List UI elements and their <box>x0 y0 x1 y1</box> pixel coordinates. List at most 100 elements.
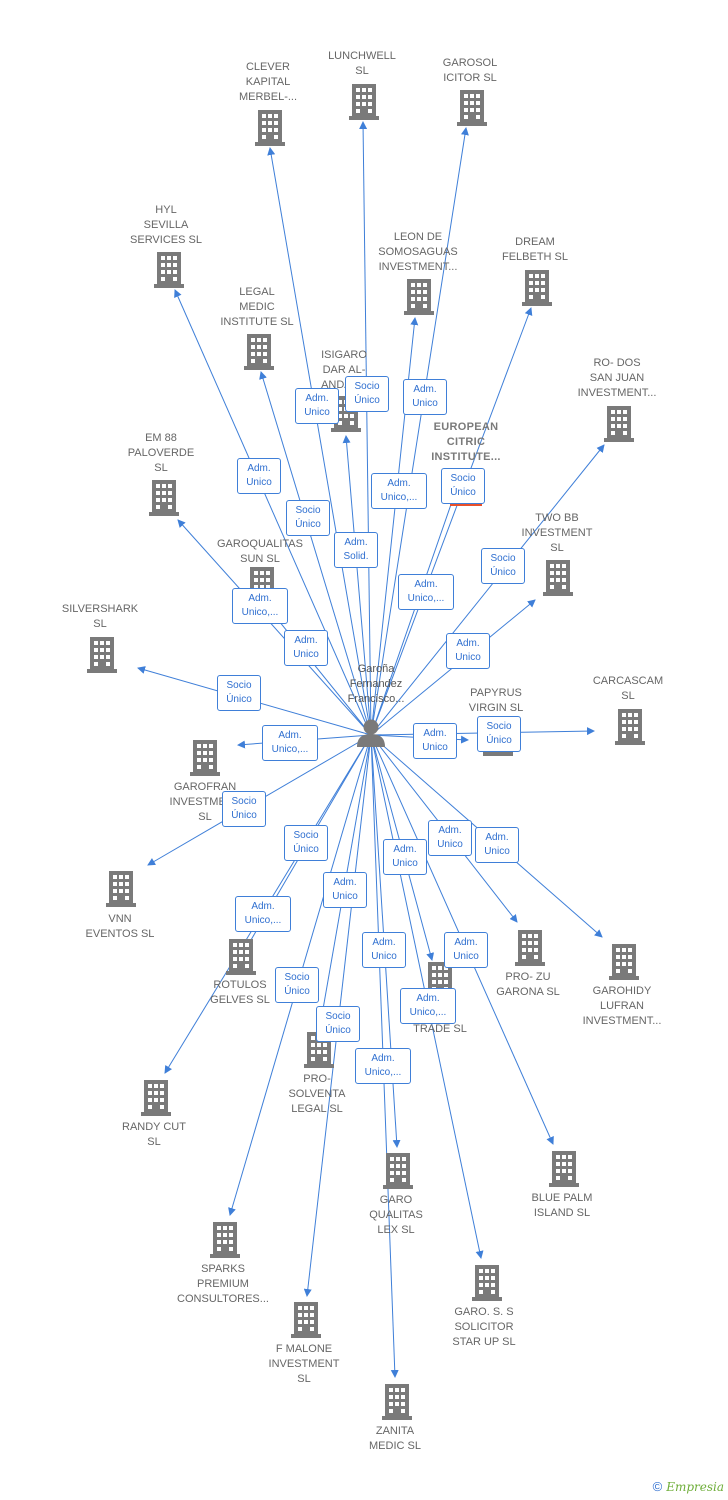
company-node-garosol[interactable] <box>457 90 487 126</box>
company-label-sparks[interactable]: SPARKS PREMIUM CONSULTORES... <box>177 1263 269 1305</box>
relation-badge-carcascam[interactable]: Socio Único <box>477 716 521 752</box>
relation-badge-european[interactable]: Socio Único <box>441 468 485 504</box>
person-icon <box>357 719 385 747</box>
company-label-prosolventa[interactable]: PRO- SOLVENTA LEGAL SL <box>288 1073 346 1115</box>
company-node-twobb[interactable] <box>543 560 573 596</box>
company-node-hyl[interactable] <box>154 252 184 288</box>
relation-badge-garoqualitas_lex[interactable]: Adm. Unico <box>362 932 406 968</box>
relation-badge-rodos[interactable]: Socio Único <box>481 548 525 584</box>
company-label-rodos[interactable]: RO- DOS SAN JUAN INVESTMENT... <box>577 357 657 399</box>
relation-badge-garofran[interactable]: Adm. Unico,... <box>262 725 318 761</box>
company-node-prozu[interactable] <box>515 930 545 966</box>
relation-badge-bluepalm[interactable]: Adm. Unico <box>444 932 488 968</box>
company-node-lunchwell[interactable] <box>349 84 379 120</box>
company-node-silvershark[interactable] <box>87 637 117 673</box>
copyright-symbol: © <box>652 1479 663 1494</box>
company-node-rodos[interactable] <box>604 406 634 442</box>
edge-lunchwell <box>359 121 372 736</box>
edge-isigaro <box>342 435 372 736</box>
relation-badge-papyrus[interactable]: Adm. Unico <box>413 723 457 759</box>
company-label-papyrus[interactable]: PAPYRUS VIRGIN SL <box>468 687 524 714</box>
company-node-carcascam[interactable] <box>615 709 645 745</box>
company-label-garosol[interactable]: GAROSOL ICITOR SL <box>442 57 498 84</box>
company-node-leon[interactable] <box>404 279 434 315</box>
building-icon <box>543 560 573 596</box>
company-label-vnn[interactable]: VNN EVENTOS SL <box>85 913 155 940</box>
relation-badge-dream[interactable]: Adm. Unico,... <box>398 574 454 610</box>
company-label-garohidy[interactable]: GAROHIDY LUFRAN INVESTMENT... <box>582 985 662 1027</box>
company-node-sparks[interactable] <box>210 1222 240 1258</box>
company-node-randy[interactable] <box>141 1080 171 1116</box>
company-label-leon[interactable]: LEON DE SOMOSAGUAS INVESTMENT... <box>378 231 458 273</box>
relation-badge-silvershark[interactable]: Socio Único <box>217 675 261 711</box>
company-node-dream[interactable] <box>522 270 552 306</box>
relation-badge-garohidy[interactable]: Adm. Unico <box>475 827 519 863</box>
company-node-rotulos[interactable] <box>226 939 256 975</box>
company-label-fmalone[interactable]: F MALONE INVESTMENT SL <box>268 1343 340 1385</box>
brand-logo[interactable]: Empresia <box>666 1480 724 1494</box>
relation-badge-twobb[interactable]: Adm. Unico <box>446 633 490 669</box>
company-label-legal[interactable]: LEGAL MEDIC INSTITUTE SL <box>220 286 294 328</box>
relation-badge-prozu[interactable]: Adm. Unico <box>428 820 472 856</box>
edge-dream <box>370 307 533 736</box>
company-label-garosolicitor[interactable]: GARO. S. S SOLICITOR STAR UP SL <box>452 1306 516 1348</box>
relation-badge-vnn[interactable]: Socio Único <box>222 791 266 827</box>
relation-badge-em88[interactable]: Adm. Unico,... <box>232 588 288 624</box>
relation-badge-clever[interactable]: Adm. Unico <box>237 458 281 494</box>
company-label-randy[interactable]: RANDY CUT SL <box>122 1121 186 1148</box>
center-node[interactable] <box>357 719 385 748</box>
company-node-european[interactable] <box>450 468 482 506</box>
company-label-trade[interactable]: TRADE SL <box>413 1023 467 1035</box>
building-icon <box>154 252 184 288</box>
building-icon <box>615 709 645 745</box>
company-node-garofran[interactable] <box>190 740 220 776</box>
building-icon <box>141 1080 171 1116</box>
relation-badge-hyl[interactable]: Adm. Unico <box>295 388 339 424</box>
relation-badge-legal[interactable]: Socio Único <box>286 500 330 536</box>
company-label-prozu[interactable]: PRO- ZU GARONA SL <box>496 971 560 998</box>
company-label-dream[interactable]: DREAM FELBETH SL <box>501 236 569 263</box>
company-label-carcascam[interactable]: CARCASCAM SL <box>592 675 664 702</box>
relation-badge-lunchwell[interactable]: Socio Único <box>345 376 389 412</box>
company-label-rotulos[interactable]: ROTULOS GELVES SL <box>210 979 270 1006</box>
company-node-bluepalm[interactable] <box>549 1151 579 1187</box>
company-node-garosolicitor[interactable] <box>472 1265 502 1301</box>
company-label-em88[interactable]: EM 88 PALOVERDE SL <box>127 432 195 474</box>
building-icon <box>291 1302 321 1338</box>
footer: ©Empresia <box>653 1479 724 1494</box>
edge-hyl <box>174 289 372 736</box>
relation-badge-prosolventa[interactable]: Adm. Unico <box>323 872 367 908</box>
company-node-garoqualitas_lex[interactable] <box>383 1153 413 1189</box>
building-icon <box>87 637 117 673</box>
company-label-garoqualitas_lex[interactable]: GARO QUALITAS LEX SL <box>369 1194 423 1236</box>
company-label-hyl[interactable]: HYL SEVILLA SERVICES SL <box>130 204 202 246</box>
relation-badge-randy[interactable]: Adm. Unico,... <box>235 896 291 932</box>
company-node-fmalone[interactable] <box>291 1302 321 1338</box>
relation-badge-leon[interactable]: Adm. Unico,... <box>371 473 427 509</box>
company-label-clever[interactable]: CLEVER KAPITAL MERBEL-... <box>238 61 298 103</box>
company-node-vnn[interactable] <box>106 871 136 907</box>
company-node-legal[interactable] <box>244 334 274 370</box>
company-node-clever[interactable] <box>255 110 285 146</box>
relation-badge-garosol[interactable]: Adm. Unico <box>403 379 447 415</box>
company-label-bluepalm[interactable]: BLUE PALM ISLAND SL <box>531 1192 593 1219</box>
relation-badge-isigaro[interactable]: Adm. Solid. <box>334 532 378 568</box>
center-node-label[interactable]: Garoña Fernandez Francisco... <box>347 663 405 705</box>
relation-badge-garoqualitas_sun[interactable]: Adm. Unico <box>284 630 328 666</box>
relation-badge-trade[interactable]: Adm. Unico <box>383 839 427 875</box>
company-node-em88[interactable] <box>149 480 179 516</box>
company-label-european[interactable]: EUROPEAN CITRIC INSTITUTE... <box>431 421 501 463</box>
company-label-silvershark[interactable]: SILVERSHARK SL <box>61 603 139 630</box>
relation-badge-fmalone[interactable]: Socio Único <box>316 1006 360 1042</box>
company-label-lunchwell[interactable]: LUNCHWELL SL <box>328 50 396 77</box>
company-label-garoqualitas_sun[interactable]: GAROQUALITAS SUN SL <box>217 538 303 565</box>
company-node-garohidy[interactable] <box>609 944 639 980</box>
building-icon <box>244 334 274 370</box>
relation-badge-zanita[interactable]: Adm. Unico,... <box>355 1048 411 1084</box>
company-label-zanita[interactable]: ZANITA MEDIC SL <box>369 1425 421 1452</box>
relation-badge-rotulos[interactable]: Socio Único <box>284 825 328 861</box>
company-label-twobb[interactable]: TWO BB INVESTMENT SL <box>521 512 593 554</box>
company-node-zanita[interactable] <box>382 1384 412 1420</box>
relation-badge-garosolicitor[interactable]: Adm. Unico,... <box>400 988 456 1024</box>
relation-badge-sparks[interactable]: Socio Único <box>275 967 319 1003</box>
